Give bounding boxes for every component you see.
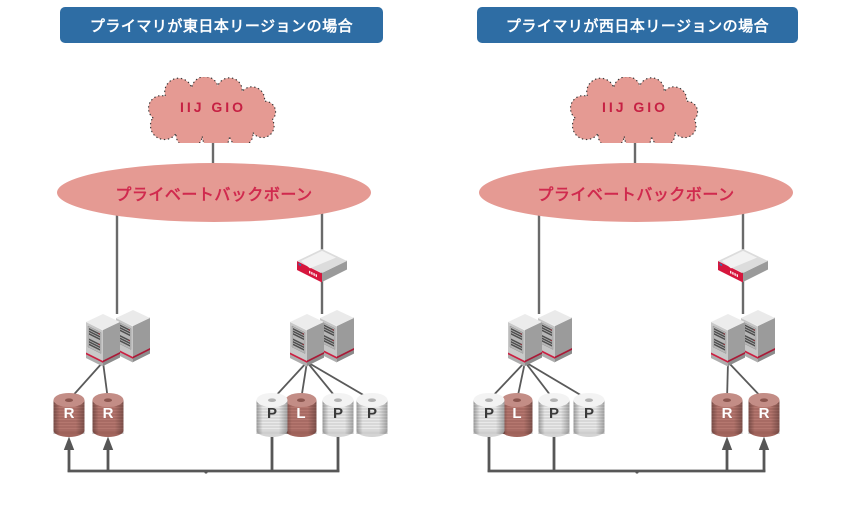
server-pair-icon: [508, 310, 572, 367]
disk-primary: P: [473, 392, 505, 438]
iij-gio-cloud-icon: IIJ GIO: [562, 77, 708, 143]
disk-primary: P: [538, 392, 570, 438]
panel-west-title: プライマリが西日本リージョンの場合: [477, 7, 798, 43]
iij-gio-cloud-icon: IIJ GIO: [140, 77, 286, 143]
disk-replica: R: [711, 392, 743, 438]
private-backbone-ellipse: プライベートバックボーン: [57, 163, 371, 222]
disk-log: L: [501, 392, 533, 438]
disk-label: R: [63, 405, 75, 422]
disk-replica: R: [92, 392, 124, 438]
replication-arrow: [67, 437, 766, 473]
disk-replica: R: [748, 392, 780, 438]
cloud-label: IIJ GIO: [601, 99, 669, 115]
disk-primary: P: [322, 392, 354, 438]
server-pair-icon: [711, 310, 775, 367]
disk-label: L: [512, 405, 522, 422]
disk-label: R: [721, 405, 733, 422]
disk-label: P: [548, 405, 559, 422]
disk-replica: R: [53, 392, 85, 438]
server-disk-links: [68, 361, 765, 401]
disk-primary: P: [356, 392, 388, 438]
router-icon: [297, 249, 347, 285]
disk-label: R: [102, 405, 114, 422]
disk-primary: P: [256, 392, 288, 438]
server-pair-icon: [290, 310, 354, 367]
disk-label: R: [758, 405, 770, 422]
cloud-label: IIJ GIO: [179, 99, 247, 115]
disk-label: L: [296, 405, 306, 422]
server-pair-icon: [86, 310, 150, 367]
disk-label: P: [332, 405, 343, 422]
disk-log: L: [285, 392, 317, 438]
panel-east-title: プライマリが東日本リージョンの場合: [60, 7, 383, 43]
disk-label: P: [483, 405, 494, 422]
router-icon: [718, 249, 768, 285]
disk-primary: P: [573, 392, 605, 438]
disk-label: P: [366, 405, 377, 422]
disk-label: P: [583, 405, 594, 422]
private-backbone-ellipse: プライベートバックボーン: [479, 163, 793, 222]
disk-label: P: [266, 405, 277, 422]
arrowheads: [63, 436, 770, 474]
